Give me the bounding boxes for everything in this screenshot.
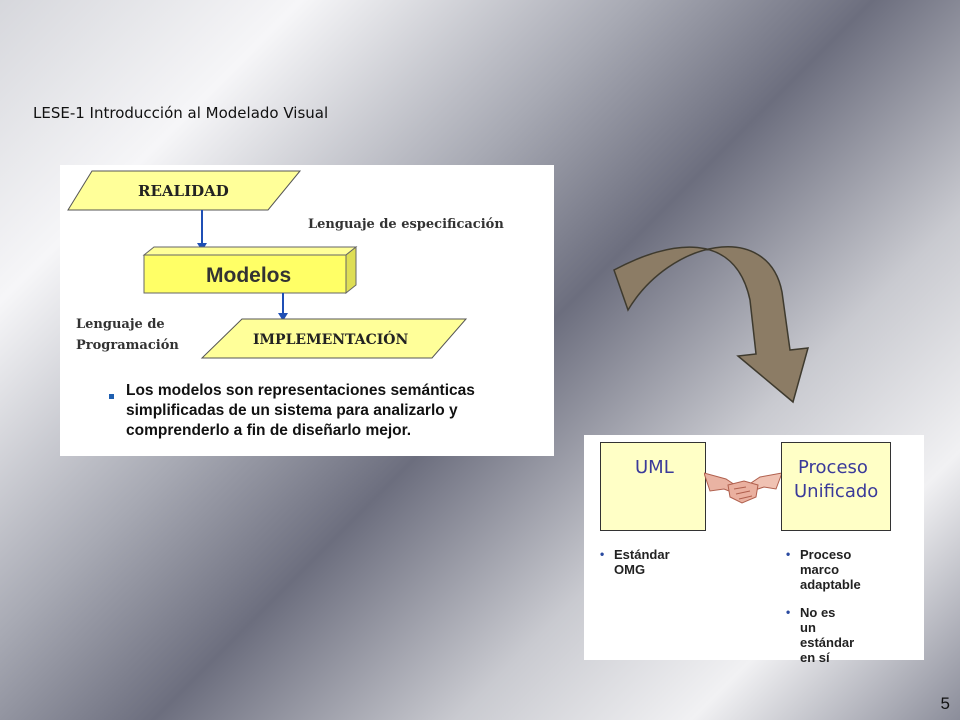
realidad-label: REALIDAD [138, 182, 229, 200]
modelos-box-front [143, 254, 347, 294]
implementacion-label: IMPLEMENTACIÓN [253, 330, 408, 348]
slide-title: LESE-1 Introducción al Modelado Visual [33, 104, 329, 122]
proceso-label-line1: Proceso [798, 457, 868, 478]
prog-label-line1: Lenguaje de [76, 317, 165, 332]
bullet-dot: • [600, 547, 605, 561]
curved-arrow-icon [613, 246, 810, 404]
uml-point: Estándar OMG [614, 547, 670, 577]
realidad-shape [67, 170, 302, 211]
bullet-dot: • [786, 605, 791, 619]
proceso-point: Proceso marco adaptable [800, 547, 861, 592]
handshake-icon [704, 472, 782, 504]
modelos-box-side [345, 245, 357, 295]
proceso-label-line2: Unificado [794, 481, 879, 502]
modeling-diagram: REALIDAD Lenguaje de especificación Mode… [60, 165, 554, 456]
spec-label: Lenguaje de especificación [308, 217, 504, 232]
implementacion-shape [200, 318, 468, 359]
page-number: 5 [940, 694, 950, 713]
uml-label: UML [635, 457, 674, 478]
modeling-flow-graphic: REALIDAD Lenguaje de especificación Mode… [67, 170, 504, 359]
proceso-unificado-box: Proceso Unificado [781, 442, 891, 531]
models-description: Los modelos son representaciones semánti… [126, 382, 475, 439]
prog-label-line2: Programación [76, 338, 179, 353]
connector-2-head [278, 313, 288, 321]
uml-process-panel: UML Proceso Unificado • Estándar OMG • P… [584, 435, 924, 665]
bullet-marker [109, 394, 114, 399]
bullet-dot: • [786, 547, 791, 561]
proceso-point: No es un estándar en sí [800, 605, 855, 665]
uml-box: UML [600, 442, 706, 531]
modelos-label: Modelos [206, 264, 291, 287]
modelos-box-top [142, 246, 358, 256]
